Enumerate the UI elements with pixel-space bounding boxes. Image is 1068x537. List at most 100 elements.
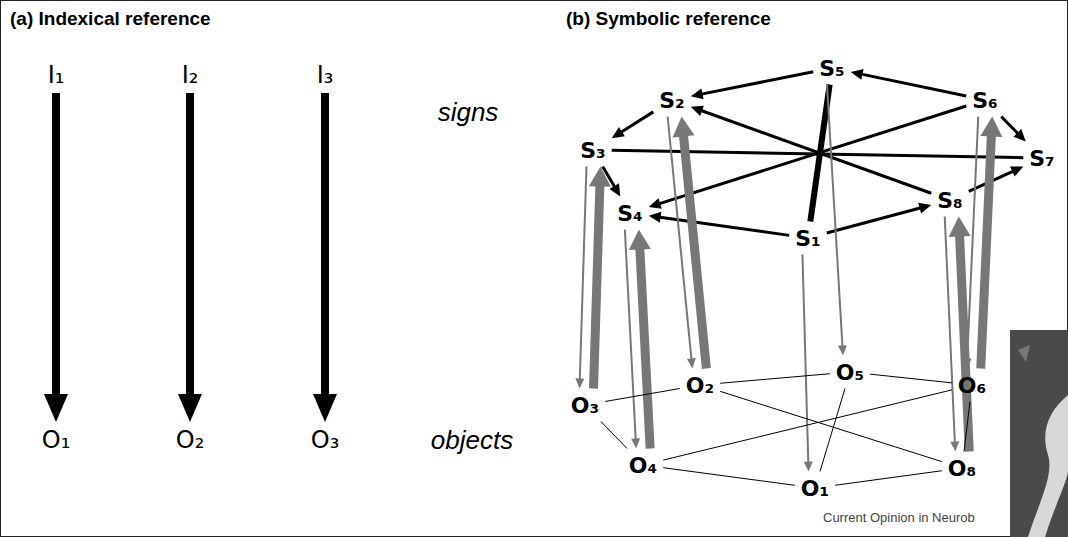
- connector-line: [802, 255, 808, 464]
- node-text: O₂: [176, 426, 205, 454]
- connector-line: [720, 391, 942, 461]
- connector: [601, 422, 627, 449]
- object-label: O₆: [955, 372, 989, 399]
- connector: [980, 117, 1002, 369]
- connector-line: [186, 93, 194, 400]
- object-label: O₃: [308, 425, 343, 455]
- node-text: S₂: [659, 88, 684, 113]
- connector-line: [601, 422, 627, 449]
- object-label: O₁: [39, 425, 74, 455]
- connector: [663, 468, 795, 486]
- object-label: O₃: [568, 392, 602, 419]
- node-text: I₂: [182, 61, 199, 89]
- connector: [691, 72, 814, 100]
- node-text: S₆: [972, 88, 997, 113]
- node-text: S₇: [1029, 146, 1054, 171]
- object-label: O₈: [945, 455, 979, 482]
- object-label: O₂: [173, 425, 208, 455]
- node-text: O₁: [42, 426, 71, 454]
- connector: [870, 374, 952, 383]
- symbol-sign: S₆: [969, 87, 1000, 114]
- symbol-sign: S₄: [614, 200, 645, 227]
- node-text: O₃: [311, 426, 340, 454]
- connector-line: [945, 217, 955, 444]
- index-sign: I₃: [314, 60, 337, 90]
- connector-line: [52, 93, 60, 400]
- object-label: O₁: [798, 475, 832, 502]
- connector: [313, 93, 337, 422]
- index-sign: I₁: [45, 60, 68, 90]
- connector-line: [620, 112, 653, 133]
- row-label: signs: [438, 97, 499, 128]
- connector-line: [658, 106, 966, 204]
- connector: [802, 255, 812, 472]
- connector: [663, 390, 952, 460]
- connector: [851, 69, 967, 96]
- connector-line: [981, 132, 992, 368]
- connector: [835, 471, 942, 486]
- connector-line: [700, 72, 813, 95]
- connector: [691, 106, 932, 194]
- connector: [827, 203, 932, 233]
- journal-credit: Current Opinion in Neurob: [823, 510, 975, 525]
- connector: [964, 402, 970, 452]
- connector-line: [605, 389, 680, 402]
- connector: [827, 85, 847, 356]
- node-text: O₂: [686, 373, 714, 398]
- symbol-sign: S₇: [1026, 145, 1057, 172]
- connector: [589, 167, 611, 389]
- connector-line: [625, 230, 636, 441]
- connector-line: [827, 207, 922, 232]
- node-text: S₄: [617, 201, 642, 226]
- connector-line: [663, 390, 952, 460]
- index-sign: I₂: [179, 60, 202, 90]
- node-text: O₄: [629, 453, 657, 478]
- object-label: O₅: [833, 359, 867, 386]
- connector-line: [860, 74, 966, 96]
- node-text: S₅: [819, 56, 844, 81]
- node-text: S₁: [795, 226, 820, 251]
- connector: [720, 391, 942, 461]
- row-label: objects: [431, 425, 513, 456]
- panel-heading: (b) Symbolic reference: [566, 8, 771, 30]
- node-text: I₁: [48, 61, 65, 89]
- connector: [629, 230, 651, 449]
- connector-line: [827, 85, 843, 348]
- connector-line: [1001, 117, 1019, 135]
- connector-line: [967, 117, 978, 361]
- connector: [649, 212, 790, 236]
- connector: [720, 374, 830, 384]
- connector-line: [835, 471, 942, 486]
- node-text: S₃: [580, 138, 605, 163]
- node-text: O₈: [948, 456, 976, 481]
- connector: [949, 217, 971, 452]
- connector: [178, 93, 202, 422]
- node-text: O₆: [958, 373, 986, 398]
- connector-line: [321, 93, 329, 400]
- connector-line: [720, 374, 830, 384]
- node-text: O₃: [571, 393, 599, 418]
- node-text: S₈: [937, 188, 962, 213]
- symbol-sign: S₈: [934, 187, 965, 214]
- symbol-sign: S₁: [792, 225, 823, 252]
- connector-line: [683, 132, 706, 368]
- object-label: O₄: [626, 452, 660, 479]
- connector: [649, 106, 967, 209]
- object-label: O₂: [683, 372, 717, 399]
- panel-heading: (a) Indexical reference: [10, 8, 211, 30]
- connector-line: [959, 232, 969, 451]
- connector: [605, 389, 680, 402]
- connector: [673, 117, 707, 369]
- connector-line: [594, 182, 600, 388]
- connector-line: [663, 468, 795, 486]
- photo-fragment: [1010, 330, 1068, 537]
- node-text: I₃: [317, 61, 334, 89]
- connector: [44, 93, 68, 422]
- connector: [612, 112, 654, 138]
- symbol-sign: S₂: [656, 87, 687, 114]
- connector: [1001, 117, 1026, 142]
- connector-line: [640, 245, 650, 448]
